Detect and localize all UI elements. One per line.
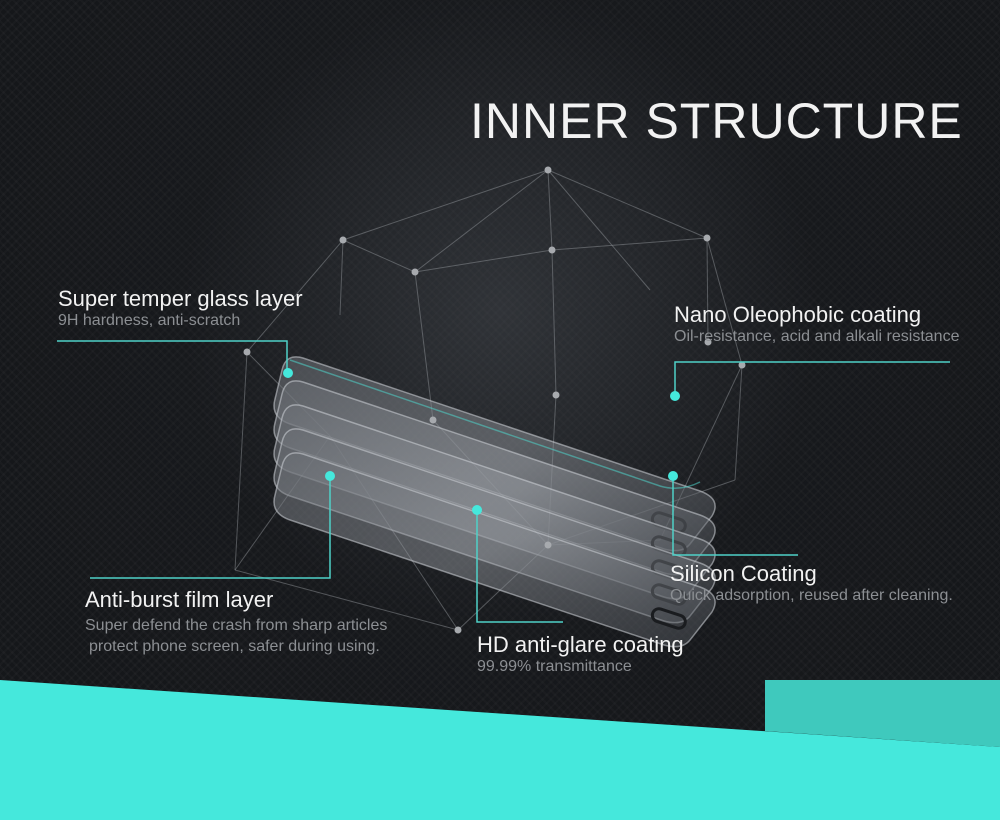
layer-label-anti-burst-film: Anti-burst film layer — [85, 587, 274, 612]
callout-line-super-temper-glass — [57, 340, 288, 372]
callout-line-silicon-coating — [672, 476, 798, 556]
page-title: INNER STRUCTURE — [470, 93, 963, 149]
callout-lines — [57, 340, 950, 623]
marker-super-temper-glass — [283, 368, 293, 378]
glass-layer-bottom — [273, 452, 716, 648]
layer-desc-hd-anti-glare: 99.99% transmittance — [477, 658, 632, 675]
layer-label-nano-oleophobic: Nano Oleophobic coating — [674, 302, 922, 327]
layer-desc-silicon-coating: Quick adsorption, reused after cleaning. — [670, 587, 953, 604]
layer-desc-anti-burst-film-line1: Super defend the crash from sharp articl… — [85, 617, 388, 634]
callout-markers — [283, 368, 680, 515]
wireframe-points — [243, 166, 746, 634]
marker-nano-oleophobic — [670, 391, 680, 401]
bottom-band — [0, 680, 1000, 820]
callout-line-anti-burst-film — [90, 476, 331, 579]
marker-anti-burst-film — [325, 471, 335, 481]
layer-label-super-temper-glass: Super temper glass layer — [58, 286, 303, 311]
callout-line-nano-oleophobic — [674, 361, 950, 395]
layer-desc-super-temper-glass: 9H hardness, anti-scratch — [58, 312, 241, 329]
marker-hd-anti-glare — [472, 505, 482, 515]
layer-desc-nano-oleophobic: Oil-resistance, acid and alkali resistan… — [674, 328, 960, 345]
layer-label-hd-anti-glare: HD anti-glare coating — [477, 632, 684, 657]
glass-layer-stack — [273, 356, 716, 648]
callout-line-hd-anti-glare — [476, 510, 563, 623]
layer-label-silicon-coating: Silicon Coating — [670, 561, 817, 586]
marker-silicon-coating — [668, 471, 678, 481]
top-layer-edge-highlight — [289, 359, 701, 489]
layer-desc-anti-burst-film-line2: protect phone screen, safer during using… — [89, 638, 380, 655]
